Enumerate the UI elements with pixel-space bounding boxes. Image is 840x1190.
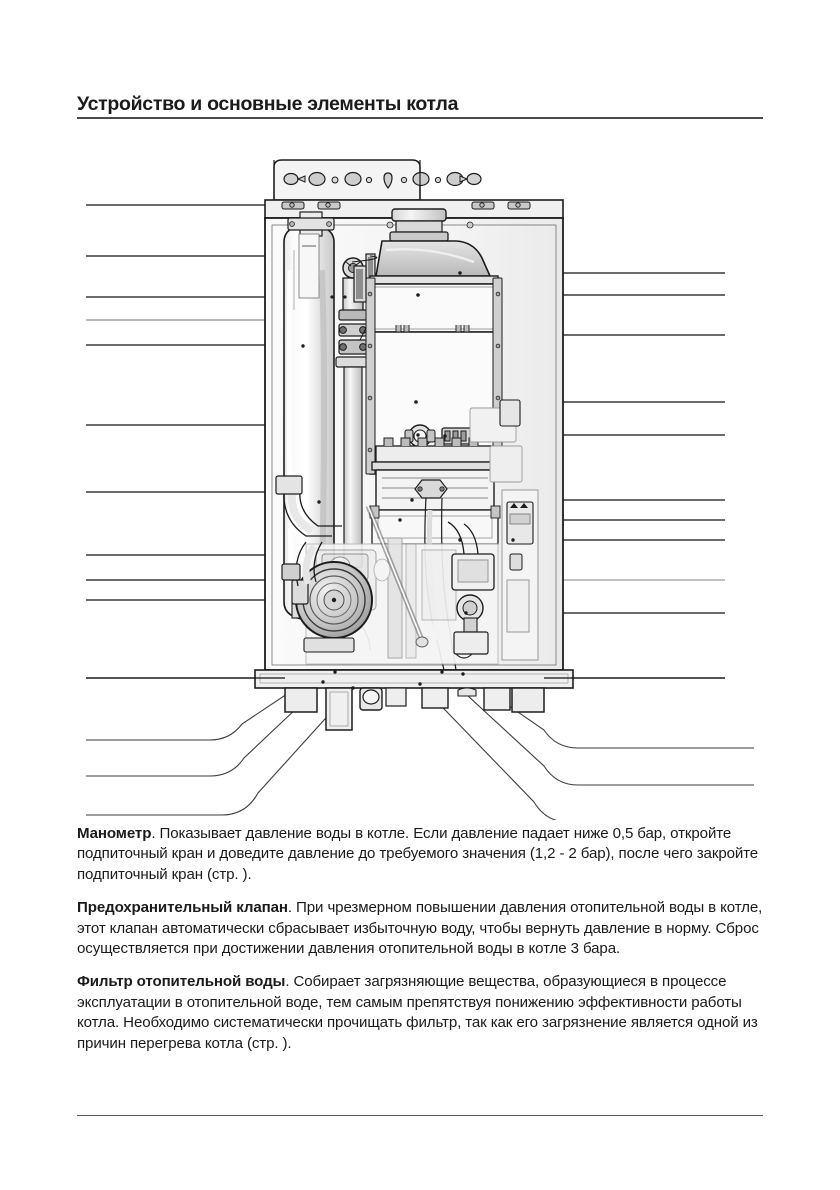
body-text-block: Манометр. Показывает давление воды в кот… [77, 824, 765, 1054]
flue-outlet [389, 208, 449, 242]
heat-exchanger-cover [375, 240, 492, 277]
paragraph-water-filter-text: . Собирает загрязняющие вещества, образу… [77, 973, 758, 1052]
mounting-bracket [273, 159, 482, 201]
boiler-cutaway-diagram [70, 150, 770, 820]
paragraph-manometer: Манометр. Показывает давление воды в кот… [77, 824, 765, 885]
circulation-pump [281, 541, 373, 653]
paragraph-safety-valve: Предохранительный клапан. При чрезмерном… [77, 898, 765, 959]
term-safety-valve: Предохранительный клапан [77, 899, 288, 917]
boiler-feet [86, 677, 725, 713]
return-pipes [275, 475, 342, 537]
control-board [398, 399, 539, 661]
footer-divider [77, 1115, 763, 1117]
term-water-filter: Фильтр отопительной воды [77, 973, 286, 991]
paragraph-safety-valve-text: . При чрезмерном повышении давления отоп… [77, 899, 763, 958]
bottom-connections [321, 670, 511, 731]
term-manometer: Манометр [77, 825, 152, 842]
paragraph-water-filter: Фильтр отопительной воды. Собирает загря… [77, 972, 765, 1054]
paragraph-manometer-text: . Показывает давление воды в котле. Если… [77, 825, 759, 883]
page-title: Устройство и основные элементы котла [77, 93, 459, 116]
title-divider [77, 117, 763, 119]
boiler-diagram-svg [86, 159, 754, 820]
three-way-valve [447, 521, 495, 659]
leader-line-tails [86, 739, 754, 816]
leader-lines-bottom [86, 669, 754, 820]
